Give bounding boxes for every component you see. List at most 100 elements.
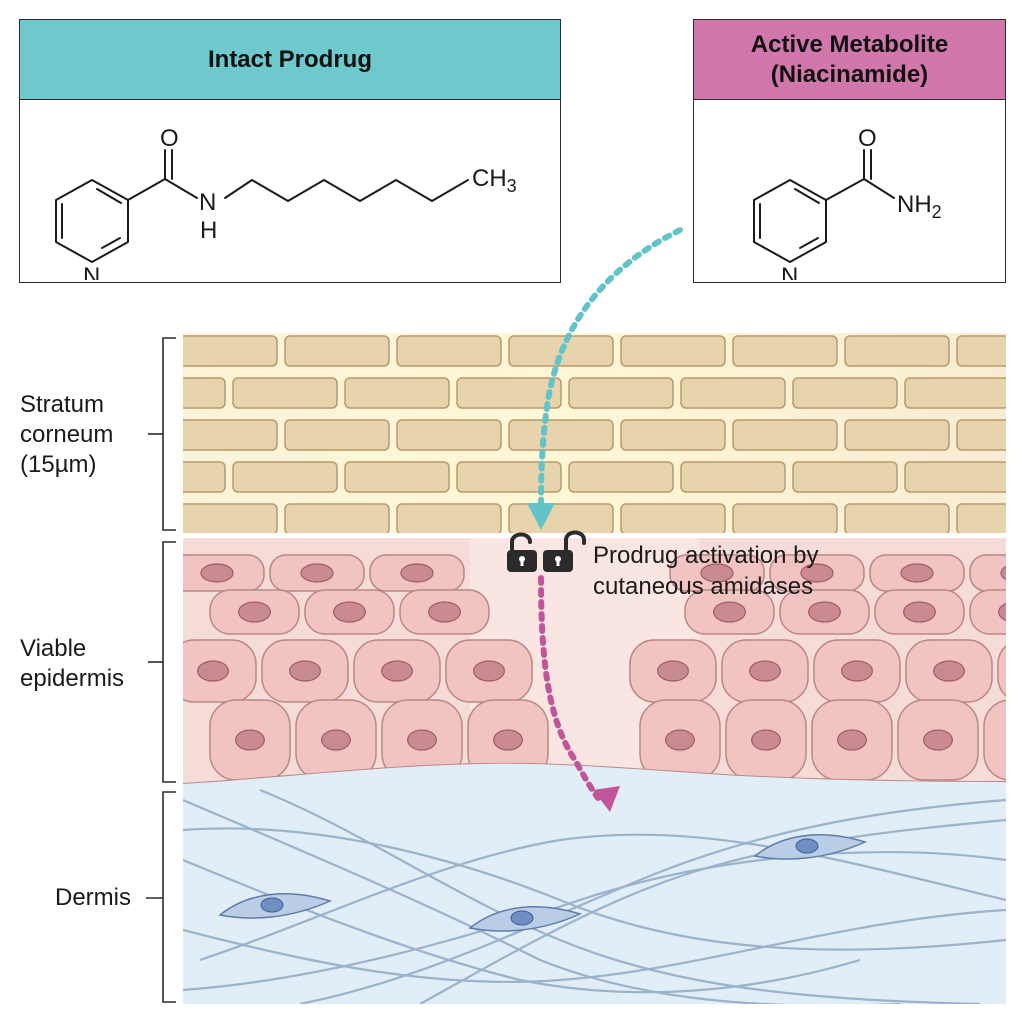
corneocyte-brick xyxy=(396,419,502,451)
keratinocyte xyxy=(983,699,1006,781)
corneocyte-brick xyxy=(396,335,502,367)
metabolite-panel-header: Active Metabolite (Niacinamide) xyxy=(694,20,1005,100)
corneocyte-brick xyxy=(508,503,614,533)
keratinocyte-nucleus xyxy=(321,729,351,751)
intact-prodrug-panel: Intact Prodrug O N H CH3 N xyxy=(19,19,561,283)
fibroblast-cells xyxy=(218,834,868,932)
dermis-layer xyxy=(183,763,1006,1004)
corneocyte-brick xyxy=(844,419,950,451)
corneocyte-brick xyxy=(183,377,226,409)
corneocyte-brick xyxy=(792,461,898,493)
fibroblast xyxy=(753,834,868,860)
corneocyte-brick xyxy=(680,461,786,493)
viable-epidermis-layer xyxy=(183,538,1024,784)
keratinocyte-nucleus xyxy=(700,563,734,583)
prodrug-methyl: CH3 xyxy=(472,165,517,196)
keratinocyte-nucleus xyxy=(903,601,936,623)
keratinocyte-nucleus xyxy=(841,660,873,682)
corneocyte-brick xyxy=(183,335,278,367)
fibroblast xyxy=(218,893,333,919)
corneocyte-brick xyxy=(732,503,838,533)
corneocyte-brick xyxy=(344,377,450,409)
corneocyte-brick xyxy=(844,335,950,367)
keratinocyte-nucleus xyxy=(381,660,413,682)
prodrug-amide-n: N xyxy=(199,189,216,216)
metabolite-arrowhead xyxy=(593,786,620,812)
keratinocyte-nucleus xyxy=(837,729,867,751)
corneocyte-brick xyxy=(844,503,950,533)
niacinamide-structure: O NH2 N xyxy=(753,125,942,280)
corneocyte-brick xyxy=(232,377,338,409)
corneocyte-brick xyxy=(344,461,450,493)
corneocyte-brick xyxy=(620,335,726,367)
prodrug-title: Intact Prodrug xyxy=(207,45,372,73)
corneocyte-brick xyxy=(956,503,1006,533)
stratum-corneum-label: Stratum corneum (15µm) xyxy=(20,391,114,478)
corneocyte-brick xyxy=(904,377,1006,409)
metabolite-carbonyl-oxygen: O xyxy=(858,125,877,152)
viable-epidermis-label: Viable epidermis xyxy=(20,635,125,692)
metabolite-ring-nitrogen: N xyxy=(781,263,798,280)
collagen-fibers xyxy=(183,788,1006,1004)
corneocyte-brick xyxy=(183,503,278,533)
corneocyte-brick xyxy=(284,503,390,533)
keratinocyte-nucleus xyxy=(657,660,689,682)
corneocyte-brick xyxy=(508,419,614,451)
prodrug-ring-nitrogen: N xyxy=(83,263,100,280)
keratinocyte-nucleus xyxy=(400,563,434,583)
keratinocyte-nucleus xyxy=(493,729,523,751)
keratinocyte-nucleus xyxy=(808,601,841,623)
corneocyte-brick xyxy=(904,461,1006,493)
keratinocyte-nucleus xyxy=(197,660,229,682)
keratinocyte-nucleus xyxy=(665,729,695,751)
permeation-arrows xyxy=(527,227,683,812)
corneocyte-brick xyxy=(680,377,786,409)
keratinocyte-nucleus xyxy=(751,729,781,751)
keratinocyte-nucleus xyxy=(200,563,234,583)
keratinocyte-nucleus xyxy=(923,729,953,751)
corneocyte-brick xyxy=(456,377,562,409)
corneocyte-brick xyxy=(732,419,838,451)
keratinocyte xyxy=(997,639,1006,703)
keratinocyte-nucleus xyxy=(238,601,271,623)
prodrug-permeation-arrow xyxy=(538,227,683,511)
activation-annotation: Prodrug activation by cutaneous amidases xyxy=(593,542,819,600)
corneocyte-brick xyxy=(568,461,674,493)
unlocked-padlock-icon xyxy=(507,532,537,572)
corneocyte-bricks xyxy=(183,335,1006,533)
keratinocyte-nucleus xyxy=(713,601,746,623)
keratinocyte-nucleus xyxy=(933,660,965,682)
corneocyte-brick xyxy=(232,461,338,493)
corneocyte-brick xyxy=(183,419,278,451)
keratinocyte-nucleus xyxy=(1000,563,1006,583)
dermis-label: Dermis xyxy=(55,884,131,911)
keratinocyte-nucleus xyxy=(289,660,321,682)
metabolite-amide-group: NH2 xyxy=(897,191,942,222)
keratinocyte-nucleus xyxy=(473,660,505,682)
corneocyte-brick xyxy=(956,335,1006,367)
corneocyte-brick xyxy=(568,377,674,409)
metabolite-diffusion-arrow xyxy=(538,575,601,801)
corneocyte-brick xyxy=(620,419,726,451)
corneocyte-brick xyxy=(956,419,1006,451)
corneocyte-brick xyxy=(732,335,838,367)
keratinocyte-nucleus xyxy=(800,563,834,583)
keratinocyte-nucleus xyxy=(998,601,1006,623)
keratinocyte-nucleus xyxy=(749,660,781,682)
keratinocyte-cells xyxy=(183,554,1024,781)
keratinocyte xyxy=(969,589,1006,635)
prodrug-structure: O N H CH3 N xyxy=(55,125,517,280)
active-metabolite-panel: Active Metabolite (Niacinamide) O NH2 N xyxy=(693,19,1006,283)
keratinocyte-nucleus xyxy=(300,563,334,583)
metabolite-title: Active Metabolite xyxy=(750,30,949,58)
keratinocyte xyxy=(969,554,1006,592)
corneocyte-brick xyxy=(620,503,726,533)
corneocyte-brick xyxy=(284,419,390,451)
fibroblast xyxy=(468,906,583,932)
unlocked-padlock-icon xyxy=(543,530,586,572)
prodrug-carbonyl-oxygen: O xyxy=(160,125,179,152)
corneocyte-brick xyxy=(183,461,226,493)
corneocyte-brick xyxy=(284,335,390,367)
keratinocyte-nucleus xyxy=(1010,730,1024,750)
stratum-corneum-layer xyxy=(183,333,1006,533)
